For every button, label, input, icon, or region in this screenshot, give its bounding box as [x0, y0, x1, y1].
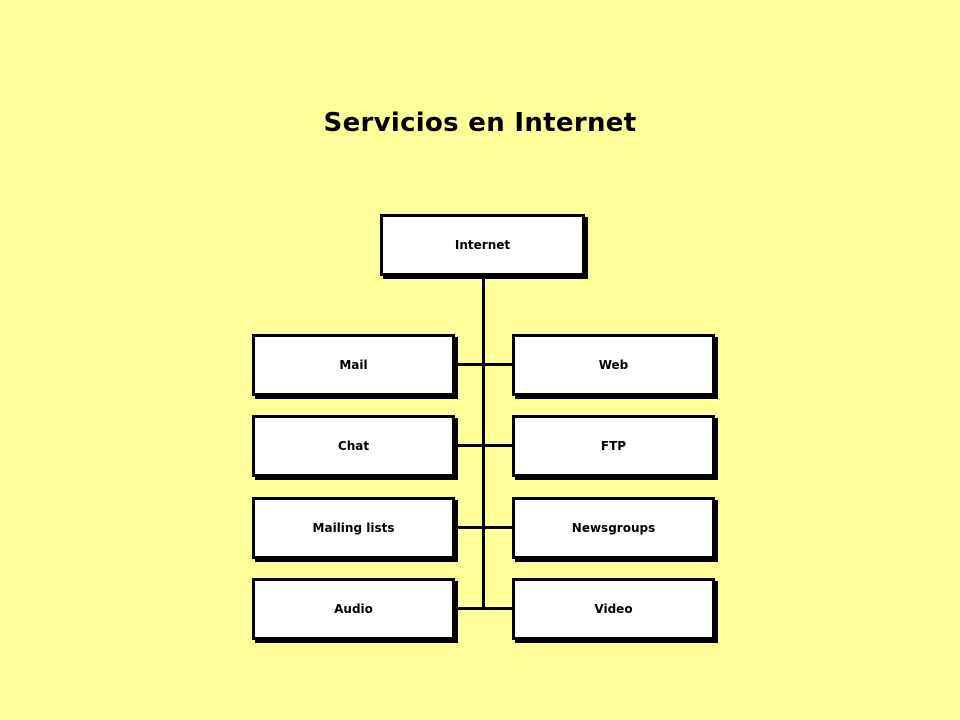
node-ftp: FTP [512, 415, 715, 477]
node-mail: Mail [252, 334, 455, 396]
node-chat: Chat [252, 415, 455, 477]
node-internet: Internet [380, 214, 585, 276]
connector-line [456, 526, 512, 529]
node-audio: Audio [252, 578, 455, 640]
node-web: Web [512, 334, 715, 396]
connector-line [456, 607, 512, 610]
trunk-line [482, 277, 485, 610]
slide-title: Servicios en Internet [323, 108, 637, 138]
node-video: Video [512, 578, 715, 640]
node-newsgroups: Newsgroups [512, 497, 715, 559]
connector-line [456, 363, 512, 366]
connector-line [456, 444, 512, 447]
node-mailing-lists: Mailing lists [252, 497, 455, 559]
